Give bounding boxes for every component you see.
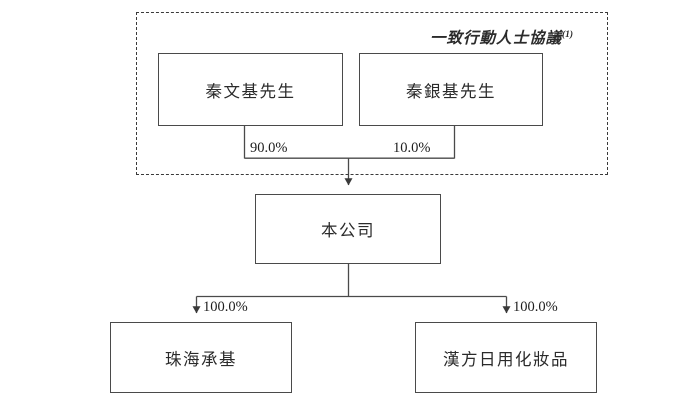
node-shareholder-left[interactable]: 秦文基先生 [158,53,343,126]
edge-label-shareholder-left-pct: 90.0% [250,140,288,156]
edge-label-shareholder-right-pct: 10.0% [393,140,431,156]
group-caption-footnote: (1) [562,29,574,40]
node-shareholder-right[interactable]: 秦銀基先生 [359,53,543,126]
node-subsidiary-right-label: 漢方日用化妝品 [443,349,569,369]
node-company-label: 本公司 [321,221,375,240]
node-shareholder-left-label: 秦文基先生 [205,81,296,101]
concert-party-group-frame [136,12,608,175]
node-subsidiary-left-label: 珠海承基 [165,349,237,369]
concert-party-group-caption: 一致行動人士協議(1) [430,26,573,48]
node-subsidiary-right[interactable]: 漢方日用化妝品 [415,322,597,393]
group-caption-text: 一致行動人士協議 [430,30,563,47]
node-shareholder-right-label: 秦銀基先生 [406,81,496,101]
node-company[interactable]: 本公司 [255,194,441,264]
edge-label-subsidiary-left-pct: 100.0% [203,299,248,315]
node-subsidiary-left[interactable]: 珠海承基 [110,322,292,393]
edge-label-subsidiary-right-pct: 100.0% [513,299,558,315]
